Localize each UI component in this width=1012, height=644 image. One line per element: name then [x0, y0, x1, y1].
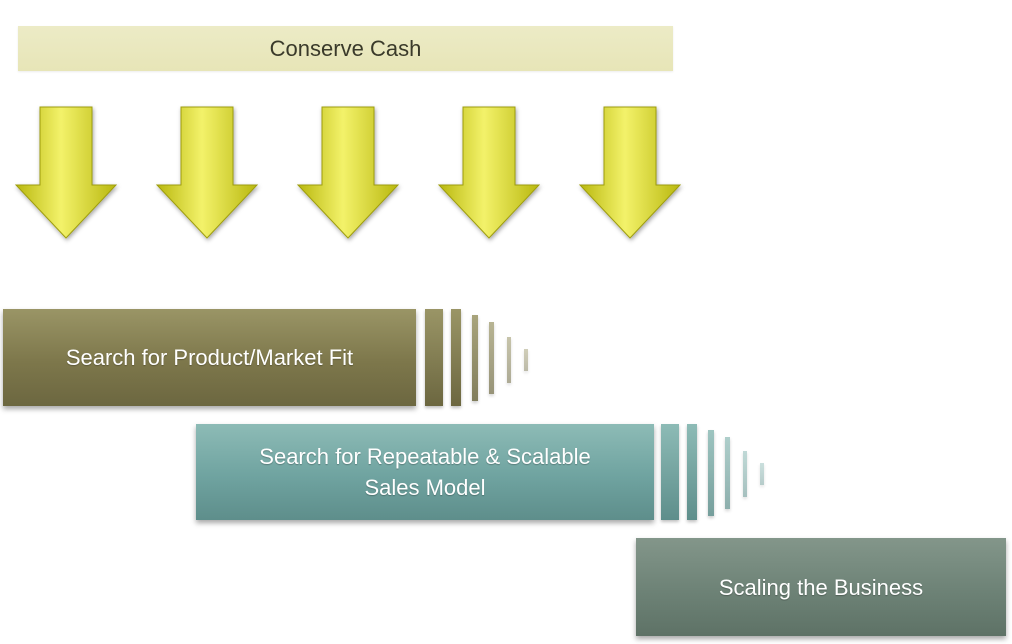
fade-stripe	[760, 463, 764, 485]
fade-stripe	[687, 424, 697, 520]
fade-stripe	[489, 322, 494, 394]
down-arrow-icon	[294, 105, 402, 241]
fade-stripe	[708, 430, 714, 516]
fade-stripe	[472, 315, 478, 401]
phase-label: Scaling the Business	[718, 574, 924, 600]
fade-stripe	[425, 309, 443, 406]
banner-label: Conserve Cash	[269, 35, 422, 61]
down-arrow-icon	[576, 105, 684, 241]
down-arrow-icon	[12, 105, 120, 241]
phase-product-market-fit: Search for Product/Market Fit	[3, 309, 416, 406]
fade-stripe	[725, 437, 730, 509]
fade-stripe	[524, 349, 528, 371]
down-arrow-icon	[435, 105, 543, 241]
phase-scaling-business: Scaling the Business	[636, 538, 1006, 636]
fade-stripe	[743, 451, 747, 497]
phase-label: Search for Product/Market Fit	[65, 345, 354, 370]
conserve-cash-banner: Conserve Cash	[18, 26, 673, 71]
fade-stripe	[507, 337, 511, 383]
phase-label: Search for Repeatable & Scalable Sales M…	[259, 444, 591, 500]
fade-stripe	[451, 309, 461, 406]
phase-sales-model: Search for Repeatable & Scalable Sales M…	[196, 424, 654, 520]
down-arrow-icon	[153, 105, 261, 241]
fade-stripe	[661, 424, 679, 520]
